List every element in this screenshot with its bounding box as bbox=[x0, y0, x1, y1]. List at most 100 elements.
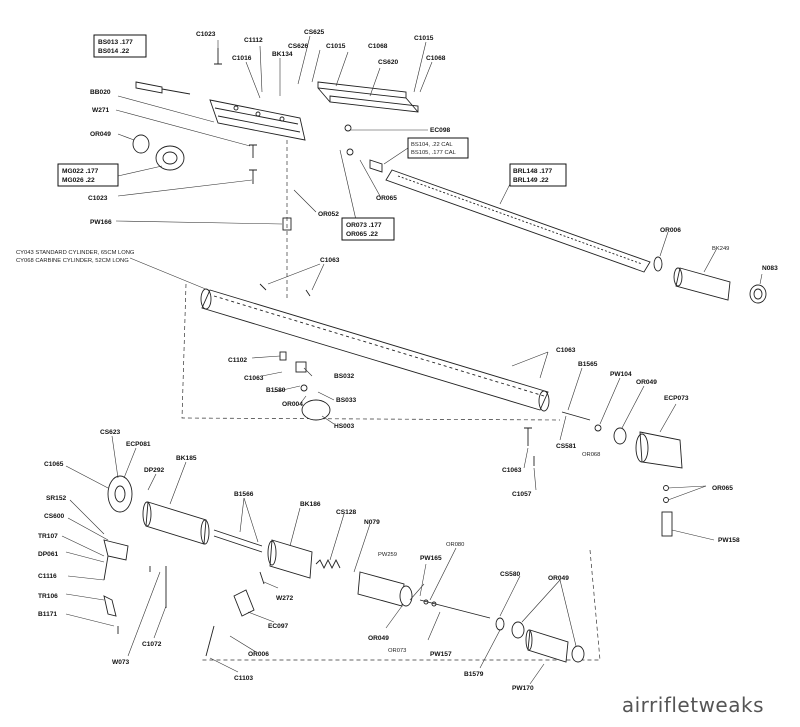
label-bs013: BS013 .177 bbox=[98, 39, 133, 46]
label-b1171: B1171 bbox=[38, 611, 57, 618]
bolt-probe bbox=[135, 81, 191, 95]
label-w271: W271 bbox=[92, 107, 110, 114]
label-c1016: C1016 bbox=[232, 55, 252, 62]
part-labels: C1023 C1112 CS625 CS626 C1015 C1068 C101… bbox=[16, 29, 778, 692]
b1566-pin bbox=[213, 529, 263, 553]
label-bs105: BS105, .177 CAL bbox=[411, 150, 457, 156]
label-cs128: CS128 bbox=[336, 509, 356, 516]
label-or049-mid: OR049 bbox=[636, 379, 657, 386]
rail-bracket bbox=[317, 81, 419, 113]
label-cs620: CS620 bbox=[378, 59, 398, 66]
label-bb020: BB020 bbox=[90, 89, 111, 96]
label-bk134: BK134 bbox=[272, 51, 293, 58]
trigger-group bbox=[61, 435, 601, 685]
ecp081-endcap bbox=[107, 475, 133, 513]
cylinder-group bbox=[129, 257, 715, 541]
label-brl149: BRL149 .22 bbox=[513, 177, 549, 184]
label-bs033: BS033 bbox=[336, 397, 356, 404]
mg022-box bbox=[57, 163, 119, 187]
label-c1102: C1102 bbox=[228, 357, 247, 364]
label-cs625: CS625 bbox=[304, 29, 324, 36]
label-cs580: CS580 bbox=[500, 571, 520, 578]
label-dp292: DP292 bbox=[144, 467, 164, 474]
or006-ring-top bbox=[653, 256, 663, 272]
label-ecp081: ECP081 bbox=[126, 441, 151, 448]
bk186-block bbox=[269, 539, 313, 579]
ec097-part bbox=[233, 589, 255, 617]
label-pw259: PW259 bbox=[378, 552, 397, 558]
or049-ring-b2 bbox=[571, 645, 585, 663]
label-c1063-b: C1063 bbox=[244, 375, 264, 382]
label-c1023-mid: C1023 bbox=[88, 195, 108, 202]
breech-block-group bbox=[115, 35, 767, 304]
label-c1063-a: C1063 bbox=[320, 257, 340, 264]
label-c1116: C1116 bbox=[38, 573, 57, 580]
label-c1068-b: C1068 bbox=[426, 55, 446, 62]
label-bk249: BK249 bbox=[712, 246, 729, 252]
label-w272: W272 bbox=[276, 595, 294, 602]
label-b1566: B1566 bbox=[234, 491, 254, 498]
label-c1063-c: C1063 bbox=[556, 347, 576, 354]
label-mg022: MG022 .177 bbox=[62, 168, 99, 175]
label-cs600: CS600 bbox=[44, 513, 64, 520]
label-b1579: B1579 bbox=[464, 671, 484, 678]
label-dp061: DP061 bbox=[38, 551, 58, 558]
label-cs626: CS626 bbox=[288, 43, 308, 50]
n083-nut bbox=[749, 284, 767, 304]
label-pw165: PW165 bbox=[420, 555, 442, 562]
label-or065-22: OR065 .22 bbox=[346, 231, 378, 238]
label-or065-top: OR065 bbox=[376, 195, 397, 202]
label-tr107: TR107 bbox=[38, 533, 58, 540]
pw158-part bbox=[661, 511, 673, 537]
label-or068: OR068 bbox=[582, 452, 600, 458]
label-sr152: SR152 bbox=[46, 495, 66, 502]
bs-seal bbox=[369, 159, 383, 173]
label-or049-b2: OR049 bbox=[368, 635, 389, 642]
label-cs623: CS623 bbox=[100, 429, 120, 436]
label-or049-b1: OR049 bbox=[548, 575, 569, 582]
label-c1015-a: C1015 bbox=[326, 43, 346, 50]
hs003-knob bbox=[301, 399, 331, 421]
label-c1023-top: C1023 bbox=[196, 31, 216, 38]
label-n083: N083 bbox=[762, 265, 778, 272]
label-or065-right: OR065 bbox=[712, 485, 733, 492]
label-mg026: MG026 .22 bbox=[62, 177, 95, 184]
pw170-block bbox=[527, 629, 569, 663]
screw-c1023 bbox=[214, 48, 222, 65]
label-or080: OR080 bbox=[446, 542, 464, 548]
bs032-part bbox=[295, 361, 307, 373]
bs104-box bbox=[407, 137, 469, 159]
label-or049-top: OR049 bbox=[90, 131, 111, 138]
label-brl148: BRL148 .177 bbox=[513, 168, 553, 175]
or073-box bbox=[341, 217, 395, 241]
label-pw170: PW170 bbox=[512, 685, 534, 692]
label-b1565: B1565 bbox=[578, 361, 598, 368]
label-c1057: C1057 bbox=[512, 491, 532, 498]
label-c1103: C1103 bbox=[234, 675, 253, 682]
magazine bbox=[155, 145, 185, 171]
regulator-body bbox=[357, 571, 405, 607]
breech-block bbox=[209, 99, 306, 141]
label-bs032: BS032 bbox=[334, 373, 354, 380]
cs128-spring bbox=[315, 558, 341, 570]
label-c1063-d: C1063 bbox=[502, 467, 522, 474]
label-pw158: PW158 bbox=[718, 537, 740, 544]
or049-top-ring bbox=[132, 134, 150, 154]
label-or006-top: OR006 bbox=[660, 227, 681, 234]
label-ec097: EC097 bbox=[268, 623, 288, 630]
label-c1068-a: C1068 bbox=[368, 43, 388, 50]
label-cy068: CY068 CARBINE CYLINDER, 52CM LONG bbox=[16, 258, 129, 264]
label-c1015-b: C1015 bbox=[414, 35, 434, 42]
label-or073-bot: OR073 bbox=[388, 648, 406, 654]
ecp073-endcap bbox=[639, 431, 683, 469]
label-cs581: CS581 bbox=[556, 443, 576, 450]
watermark: airrifletweaks bbox=[621, 693, 764, 717]
brl148-box bbox=[509, 163, 567, 187]
label-pw104: PW104 bbox=[610, 371, 632, 378]
bk185-block bbox=[145, 501, 207, 545]
trigger-lever bbox=[103, 539, 129, 581]
label-tr106: TR106 bbox=[38, 593, 58, 600]
label-c1112: C1112 bbox=[244, 37, 263, 44]
